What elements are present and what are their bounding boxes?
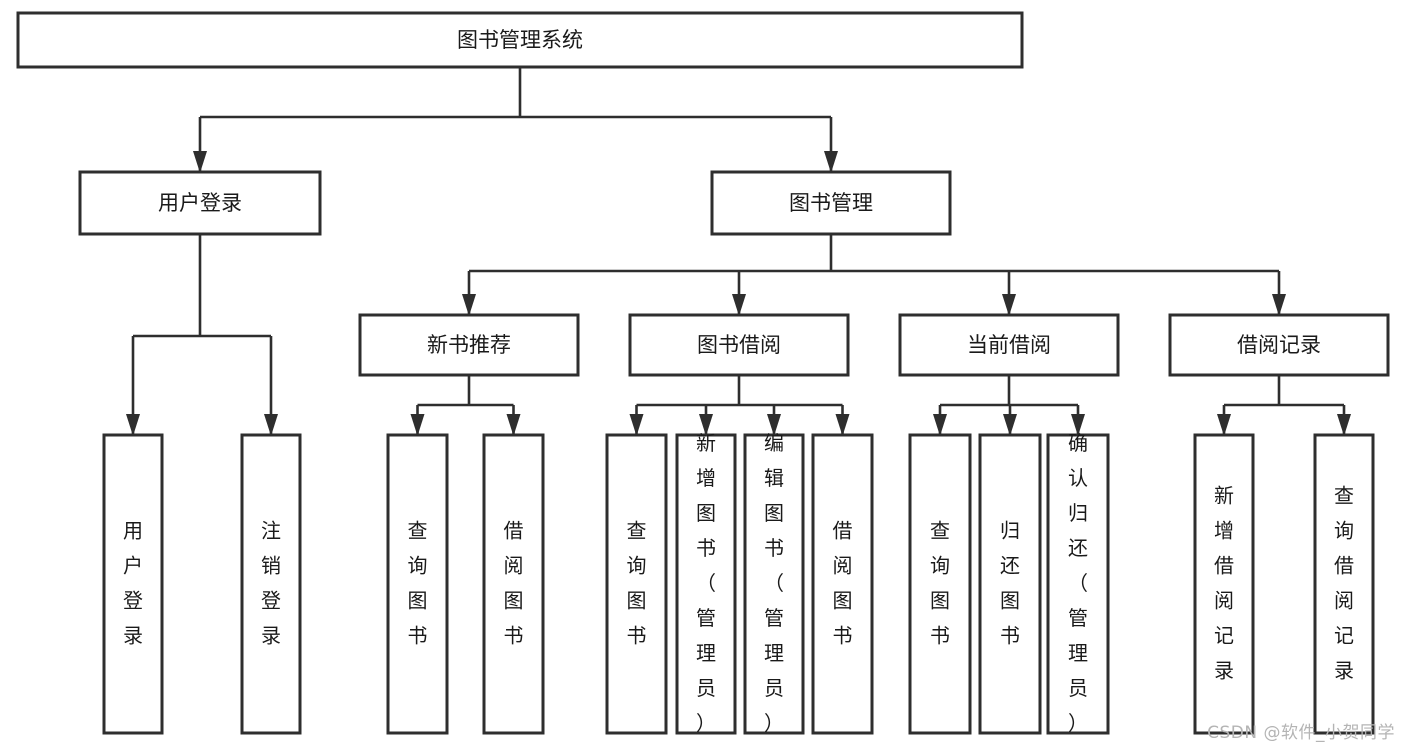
node-label-root: 图书管理系统 xyxy=(457,28,583,52)
arrow-head-book-manage xyxy=(824,151,838,173)
node-label-leaf-return-book: 归还图书 xyxy=(1000,518,1020,647)
node-leaf-query-book-2[interactable]: 查询图书 xyxy=(605,433,668,735)
node-user-login[interactable]: 用户登录 xyxy=(78,170,322,236)
arrow-head-leaf-borrow-book-1 xyxy=(506,414,521,436)
node-box-leaf-confirm-return[interactable] xyxy=(1046,433,1110,735)
node-leaf-return-book[interactable]: 归还图书 xyxy=(978,433,1042,735)
node-box-new-book-rec[interactable] xyxy=(358,313,580,377)
connector-group-borrow-record xyxy=(1217,375,1351,436)
arrow-head-leaf-add-book xyxy=(699,414,713,436)
connector-group-root xyxy=(193,67,838,173)
arrow-head-leaf-edit-book xyxy=(767,414,781,436)
node-label-leaf-logout: 注销登录 xyxy=(261,518,281,647)
node-box-leaf-edit-book[interactable] xyxy=(743,433,805,735)
node-label-book-manage: 图书管理 xyxy=(789,191,873,215)
arrow-head-leaf-query-record xyxy=(1337,414,1351,436)
arrow-head-leaf-borrow-book-2 xyxy=(835,414,850,436)
arrow-head-leaf-confirm-return xyxy=(1071,414,1085,436)
node-box-leaf-add-record[interactable] xyxy=(1193,433,1255,735)
connector-group-current-borrow xyxy=(933,375,1085,436)
node-box-leaf-query-book-1[interactable] xyxy=(386,433,449,735)
arrow-head-user-login xyxy=(193,151,207,173)
node-label-leaf-borrow-book-1: 借阅图书 xyxy=(504,518,524,647)
arrow-head-current-borrow xyxy=(1002,294,1016,316)
node-leaf-add-record[interactable]: 新增借阅记录 xyxy=(1193,433,1255,735)
node-box-leaf-query-record[interactable] xyxy=(1313,433,1375,735)
node-book-manage[interactable]: 图书管理 xyxy=(710,170,952,236)
node-leaf-edit-book[interactable]: 编辑图书（管理员） xyxy=(743,431,805,735)
connectors-layer xyxy=(126,67,1351,436)
node-book-borrow[interactable]: 图书借阅 xyxy=(628,313,850,377)
node-leaf-borrow-book-2[interactable]: 借阅图书 xyxy=(811,433,874,735)
node-leaf-borrow-book-1[interactable]: 借阅图书 xyxy=(482,433,545,735)
node-box-leaf-borrow-book-2[interactable] xyxy=(811,433,874,735)
node-box-borrow-record[interactable] xyxy=(1168,313,1390,377)
arrow-head-leaf-user-login xyxy=(126,414,140,436)
node-box-leaf-return-book[interactable] xyxy=(978,433,1042,735)
node-leaf-query-record[interactable]: 查询借阅记录 xyxy=(1313,433,1375,735)
arrow-head-leaf-return-book xyxy=(1003,414,1017,436)
node-label-user-login: 用户登录 xyxy=(158,191,242,215)
node-root[interactable]: 图书管理系统 xyxy=(16,11,1024,69)
arrow-head-leaf-query-book-1 xyxy=(410,414,425,436)
node-box-leaf-query-book-2[interactable] xyxy=(605,433,668,735)
node-box-leaf-add-book[interactable] xyxy=(675,433,737,735)
connector-group-book-manage xyxy=(462,234,1286,316)
node-label-leaf-query-book-3: 查询图书 xyxy=(930,518,950,647)
node-leaf-user-login[interactable]: 用户登录 xyxy=(102,433,164,735)
node-box-current-borrow[interactable] xyxy=(898,313,1120,377)
node-label-leaf-add-record: 新增借阅记录 xyxy=(1214,483,1234,682)
node-box-book-manage[interactable] xyxy=(710,170,952,236)
node-label-borrow-record: 借阅记录 xyxy=(1237,333,1321,357)
arrow-head-leaf-query-book-3 xyxy=(933,414,947,436)
node-leaf-logout[interactable]: 注销登录 xyxy=(240,433,302,735)
arrow-head-leaf-add-record xyxy=(1217,414,1231,436)
arrow-head-leaf-logout xyxy=(264,414,278,436)
node-label-leaf-borrow-book-2: 借阅图书 xyxy=(833,518,853,647)
node-box-leaf-user-login[interactable] xyxy=(102,433,164,735)
connector-group-user-login xyxy=(126,234,278,436)
node-label-new-book-rec: 新书推荐 xyxy=(427,333,511,357)
node-box-leaf-logout[interactable] xyxy=(240,433,302,735)
node-label-leaf-query-book-2: 查询图书 xyxy=(627,518,647,647)
nodes-layer: 图书管理系统用户登录图书管理新书推荐图书借阅当前借阅借阅记录用户登录注销登录查询… xyxy=(16,11,1390,735)
connector-group-book-borrow xyxy=(629,375,850,436)
node-label-leaf-confirm-return: 确认归还（管理员） xyxy=(1068,431,1088,735)
node-new-book-rec[interactable]: 新书推荐 xyxy=(358,313,580,377)
node-box-leaf-borrow-book-1[interactable] xyxy=(482,433,545,735)
arrow-head-leaf-query-book-2 xyxy=(629,414,644,436)
node-current-borrow[interactable]: 当前借阅 xyxy=(898,313,1120,377)
node-box-root[interactable] xyxy=(16,11,1024,69)
node-box-user-login[interactable] xyxy=(78,170,322,236)
node-label-current-borrow: 当前借阅 xyxy=(967,333,1051,357)
node-box-book-borrow[interactable] xyxy=(628,313,850,377)
node-leaf-query-book-3[interactable]: 查询图书 xyxy=(908,433,972,735)
node-label-leaf-user-login: 用户登录 xyxy=(123,518,143,647)
node-label-leaf-add-book: 新增图书（管理员） xyxy=(696,431,716,735)
arrow-head-book-borrow xyxy=(732,294,746,316)
connector-group-new-book-rec xyxy=(410,375,521,436)
arrow-head-borrow-record xyxy=(1272,294,1286,316)
node-label-leaf-query-record: 查询借阅记录 xyxy=(1334,483,1354,682)
node-leaf-confirm-return[interactable]: 确认归还（管理员） xyxy=(1046,431,1110,735)
node-borrow-record[interactable]: 借阅记录 xyxy=(1168,313,1390,377)
node-box-leaf-query-book-3[interactable] xyxy=(908,433,972,735)
node-leaf-query-book-1[interactable]: 查询图书 xyxy=(386,433,449,735)
node-label-leaf-query-book-1: 查询图书 xyxy=(408,518,428,647)
arrow-head-new-book-rec xyxy=(462,294,476,316)
node-label-book-borrow: 图书借阅 xyxy=(697,333,781,357)
node-label-leaf-edit-book: 编辑图书（管理员） xyxy=(764,431,784,735)
node-leaf-add-book[interactable]: 新增图书（管理员） xyxy=(675,431,737,735)
